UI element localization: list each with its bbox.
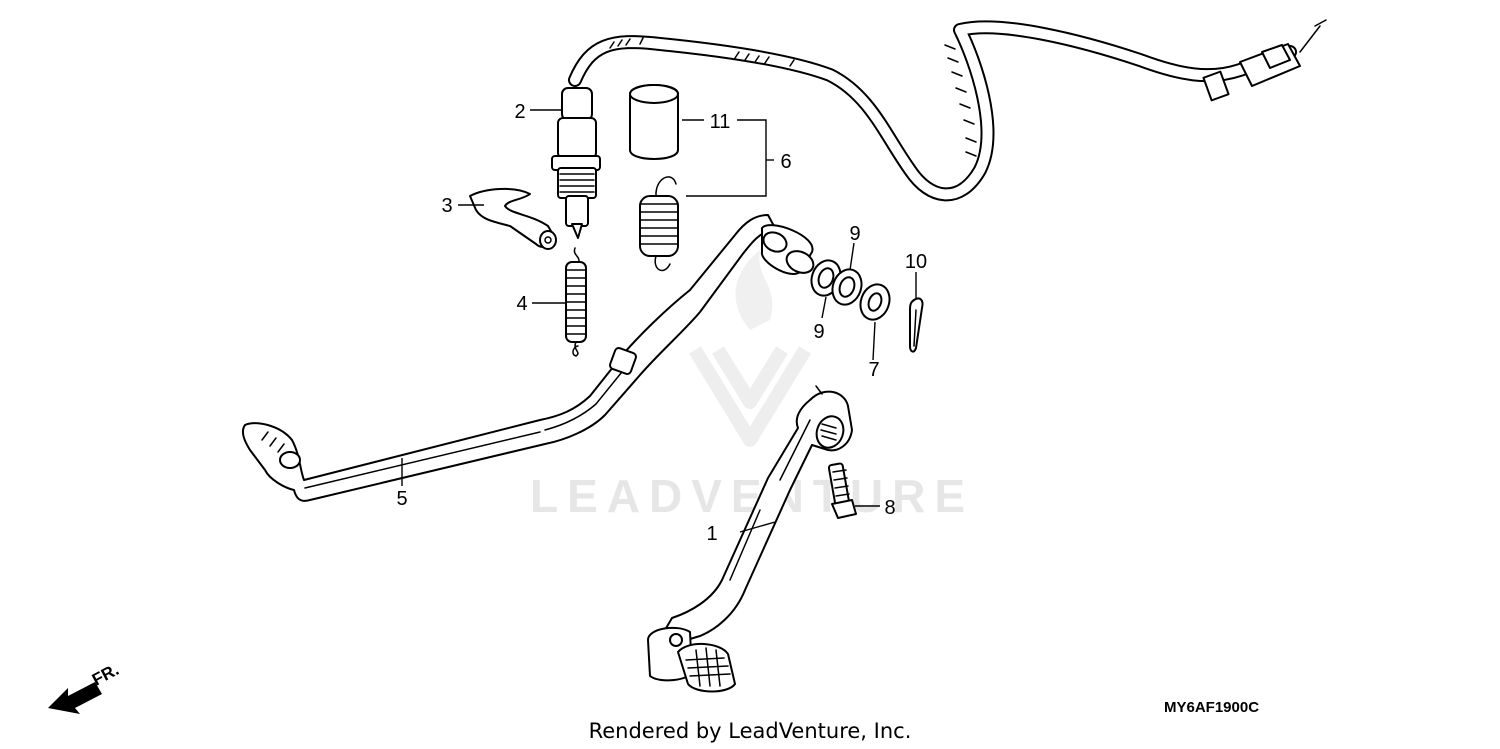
callout-11: 11 — [710, 111, 731, 133]
callout-6: 6 — [780, 151, 791, 173]
callout-5: 5 — [396, 488, 407, 510]
switch-clip — [469, 187, 557, 250]
watermark-text: LEADVENTURE — [530, 470, 974, 522]
callout-4: 4 — [516, 293, 527, 315]
cable-connector — [1202, 19, 1327, 102]
callout-10: 10 — [905, 251, 927, 273]
front-direction-indicator: FR. — [48, 660, 122, 714]
pinch-bolt — [827, 462, 857, 519]
spring-sleeve — [629, 84, 679, 160]
brake-pedal-spring — [639, 176, 679, 272]
cotter-pin — [909, 297, 924, 353]
rendered-by-footer: Rendered by LeadVenture, Inc. — [589, 719, 912, 743]
oil-seal-9b — [831, 268, 863, 306]
callout-9a: 9 — [849, 223, 860, 245]
gearshift-pedal — [647, 385, 853, 693]
callout-7: 7 — [868, 359, 879, 381]
callout-8: 8 — [884, 497, 895, 519]
callouts: 1 2 3 4 5 6 7 8 9 9 10 11 — [396, 101, 927, 545]
watermark: LEADVENTURE — [530, 250, 974, 522]
brake-switch-cable — [568, 19, 1327, 202]
callout-3: 3 — [441, 195, 452, 217]
callout-1: 1 — [706, 523, 717, 545]
diagram-code: MY6AF1900C — [1164, 699, 1259, 716]
brake-pedal — [241, 214, 815, 502]
return-spring-small — [565, 247, 587, 357]
washer — [859, 283, 891, 321]
callout-9b: 9 — [813, 321, 824, 343]
front-arrow-icon — [48, 682, 102, 714]
brake-light-switch — [551, 87, 601, 239]
callout-2: 2 — [514, 101, 525, 123]
watermark-logo — [689, 250, 811, 447]
leader-lines — [401, 109, 917, 533]
